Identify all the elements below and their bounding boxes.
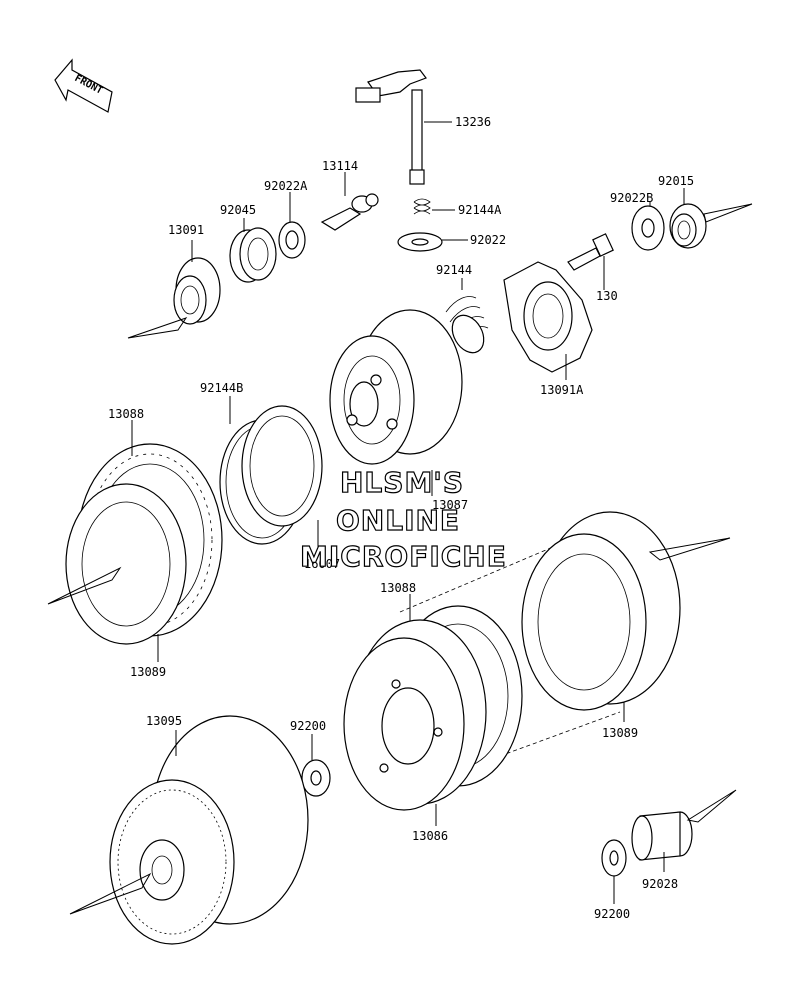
label-13086: 13086 [412, 829, 448, 843]
pressure-plate-13091A[interactable] [503, 261, 593, 373]
watermark-line-2: ONLINE [336, 504, 460, 537]
washer-92022B[interactable] [631, 205, 665, 251]
sleeve-92028[interactable] [631, 811, 693, 861]
watermark-line-1: HLSM'S [340, 466, 464, 499]
label-13089-right: 13089 [602, 726, 638, 740]
washer-92200-mid[interactable] [301, 759, 331, 797]
label-13089-left: 13089 [130, 665, 166, 679]
label-92045: 92045 [220, 203, 256, 217]
bearing-92045[interactable] [229, 227, 277, 283]
label-13114: 13114 [322, 159, 358, 173]
label-92144B: 92144B [200, 381, 243, 395]
shaft-13114[interactable] [320, 193, 379, 231]
push-lever-13236[interactable] [355, 69, 427, 185]
watermark: HLSM'S ONLINE MICROFICHE [299, 465, 507, 573]
watermark-line-3: MICROFICHE [300, 540, 507, 573]
label-92144A: 92144A [458, 203, 502, 217]
nut-92015[interactable] [669, 203, 707, 249]
label-92028: 92028 [642, 877, 678, 891]
label-13087: 13087 [432, 498, 468, 512]
label-92015: 92015 [658, 174, 694, 188]
label-13088-mid: 13088 [380, 581, 416, 595]
washer-92022A[interactable] [278, 221, 306, 259]
washer-92200-bottom[interactable] [601, 839, 627, 877]
pressure-plate-13086[interactable] [343, 619, 487, 811]
seat-16007[interactable] [241, 405, 323, 527]
bearing-13091[interactable] [173, 257, 221, 325]
front-arrow: FRONT [54, 58, 113, 113]
label-92144: 92144 [436, 263, 472, 277]
clutch-housing-13095[interactable] [109, 715, 309, 945]
label-92022: 92022 [470, 233, 506, 247]
steel-plate-13089-left[interactable] [65, 483, 187, 645]
steel-plate-13089-right[interactable] [521, 511, 681, 711]
label-92022B: 92022B [610, 191, 653, 205]
label-92200-mid: 92200 [290, 719, 326, 733]
label-13088-top: 13088 [108, 407, 144, 421]
label-92200-bottom: 92200 [594, 907, 630, 921]
spring-92144A[interactable] [413, 198, 431, 215]
label-92022A: 92022A [264, 179, 308, 193]
label-13236: 13236 [455, 115, 491, 129]
bolt-130[interactable] [567, 233, 614, 271]
clutch-hub-13087[interactable] [329, 309, 463, 465]
label-16007: 16007 [304, 557, 340, 571]
label-13095: 13095 [146, 714, 182, 728]
spring-92144[interactable] [445, 296, 490, 359]
label-130: 130 [596, 289, 618, 303]
washer-92022[interactable] [397, 232, 443, 252]
label-13091: 13091 [168, 223, 204, 237]
label-13091A: 13091A [540, 383, 584, 397]
